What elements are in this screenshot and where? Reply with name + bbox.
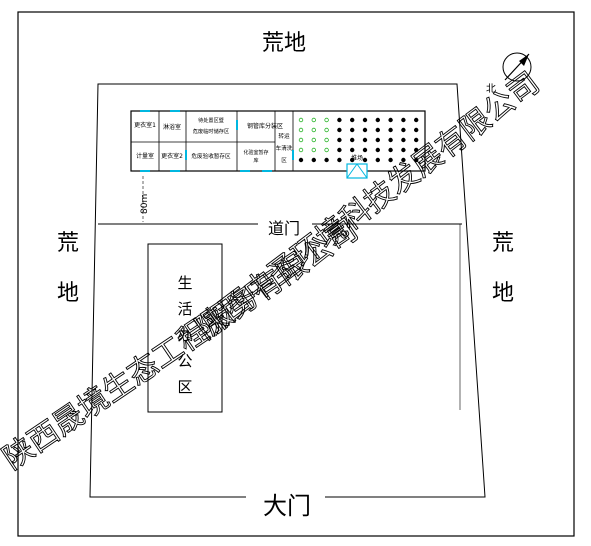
storage-dot [362,157,368,163]
wl-right-char: 地 [492,281,514,306]
storage-dot [324,127,329,133]
room-changing-2: 更衣室2 [161,152,183,160]
office-text-char: 办 [177,326,192,344]
storage-dot [362,117,368,123]
office-block [147,243,223,413]
room-metering: 计量室 [136,152,154,160]
room-waiting-area-2: 危废临时储存区 [193,127,229,135]
dimension-text: 80m [140,194,150,214]
storage-dot [414,117,419,123]
storage-dot [375,137,380,143]
wl-left-char: 地 [57,281,79,306]
storage-dot [401,127,406,133]
storage-dot [401,137,406,143]
storage-dot [324,157,329,163]
storage-dot [375,127,380,133]
storage-dot [311,117,316,123]
storage-dot [414,147,419,153]
storage-dot [324,117,329,123]
storage-dot [401,117,406,123]
wasteland-left: 荒地 [57,231,79,306]
storage-dot [298,137,304,143]
storage-dot [350,157,355,163]
storage-dot [388,157,393,163]
storage-dot [375,147,380,153]
storage-dot [362,147,368,153]
storage-dot [298,117,304,123]
storage-dot [311,147,316,153]
storage-dot [401,157,406,163]
room-transfer-3: 区 [281,157,287,164]
storage-dot [350,117,355,123]
main-gate-label: 大门 [263,492,311,520]
room-waiting-area-1: 待处置区暨 [198,116,224,124]
storage-dot [375,117,380,123]
storage-dot [311,127,316,133]
storage-dot [362,137,368,143]
storage-dot [311,157,316,163]
storage-dot [414,127,419,133]
storage-dot [414,157,419,163]
wl-right-char: 荒 [492,231,514,256]
storage-dot [388,147,393,153]
storage-dot [337,157,342,163]
room-wash: 淋浴室 [163,123,181,131]
wl-left-char: 荒 [57,231,79,256]
storage-dot [388,137,393,143]
office-text-char: 区 [177,378,192,396]
storage-dot [401,147,406,153]
north-label: 北 [486,83,496,95]
main-building [130,110,426,179]
room-lab-2: 库 [253,157,258,164]
room-acceptance: 危废验收暂存区 [191,152,231,160]
storage-dot [337,127,342,133]
storage-dot [375,157,380,163]
north-arrow: 北 [486,52,532,95]
storage-dot [337,137,342,143]
storage-dot [350,137,355,143]
wasteland-top: 荒地 [262,31,306,56]
storage-dot-grid [298,117,419,163]
road-gate-label: 道门 [268,219,300,238]
room-changing-1: 更衣室1 [134,121,156,129]
outer-border [17,11,575,537]
room-transfer-2: 车清洗 [276,144,293,152]
storage-dot [298,157,304,163]
room-transfer-1: 转运 [278,132,290,140]
site-boundary [89,83,486,498]
storage-dot [324,137,329,143]
wasteland-right: 荒地 [492,231,514,306]
room-lab-1: 化验室暂存 [243,149,268,156]
storage-dot [414,137,419,143]
office-text-char: 公 [177,352,192,370]
office-text-char: 生 [177,274,192,292]
room-sampling: 钢管库分装区 [247,122,283,130]
storage-dot [324,147,329,153]
storage-dot [298,127,304,133]
storage-dot [337,117,342,123]
storage-dot [388,117,393,123]
storage-dot [337,147,342,153]
storage-dot [350,147,355,153]
office-text-char: 活 [177,300,192,318]
storage-dot [388,127,393,133]
storage-dot [298,147,304,153]
storage-dot [311,137,316,143]
room-storage-yard: 堆场 [351,154,363,162]
storage-dot [350,127,355,133]
storage-dot [362,127,368,133]
